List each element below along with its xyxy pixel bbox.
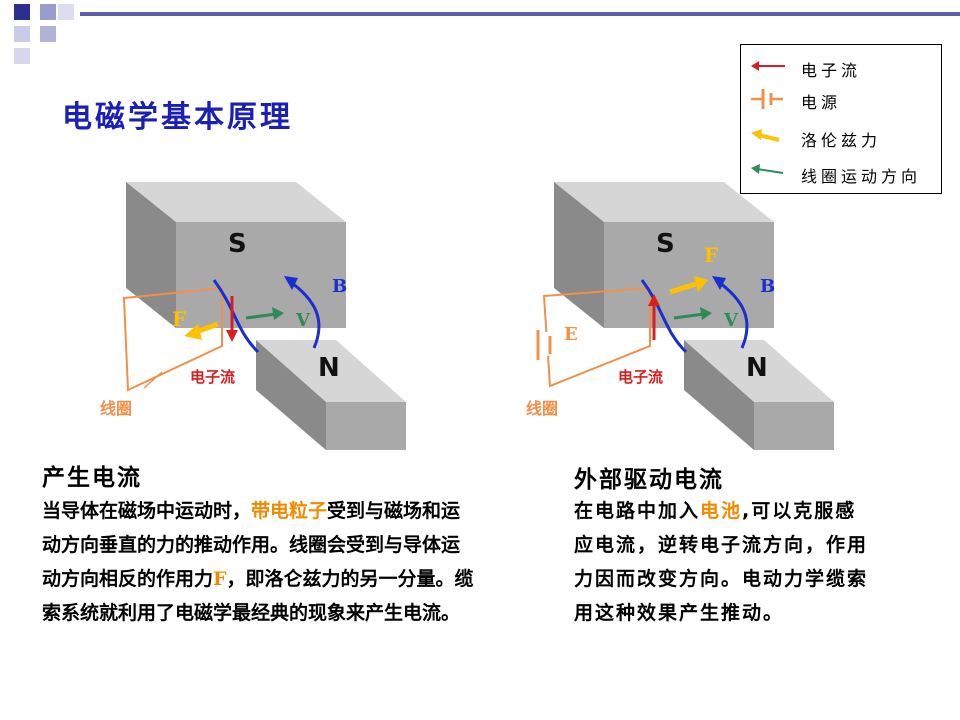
arrowhead [700,307,712,320]
text-segment: ，即洛仑兹力的另一分量。缆索系统就利用了电磁学最经典的现象来产生电流。 [42,568,474,624]
coil-motion-arrow [673,312,705,320]
green-arrow-icon [751,164,784,174]
legend-label: 线圈运动方向 [801,167,922,186]
generator-diagram: S N F V B 电子流 线圈 [100,182,406,450]
b-label: B [760,276,775,297]
coil-motion-arrow [245,312,277,320]
legend-item-coil-motion: 线圈运动方向 [741,159,941,187]
lorentz-force-arrow [195,321,219,335]
v-label: V [295,310,311,331]
yellow-arrow-icon [751,129,780,142]
n-label: N [746,353,768,383]
text-segment: 受到与磁场和运动方向垂直的力的推动作用。线圈会受到与导体运动方向相反的作用力 [42,500,461,590]
corner-square [14,48,30,64]
legend-label: 电子流 [801,61,862,80]
magnetic-field-line [640,279,688,354]
right-paragraph: 在电路中加入电池,可以克服感应电流，逆转电子流方向，作用力因而改变方向。电动力学… [574,494,874,630]
magnetic-field-line [212,279,260,354]
coil [122,286,223,392]
corner-square [58,4,74,20]
highlight-text: 电池 [700,500,743,522]
text-segment: 在电路中加入 [574,500,701,522]
arrowhead [694,276,708,292]
n-label: N [318,353,340,383]
corner-square [14,4,30,20]
legend-item-electron-flow: 电子流 [741,53,941,81]
field-arrowhead [712,276,726,290]
page-title: 电磁学基本原理 [62,100,293,135]
magnetic-field-line [287,278,321,349]
coil-pointer [143,371,163,389]
left-paragraph: 当导体在磁场中运动时，带电粒子受到与磁场和运动方向垂直的力的推动作用。线圈会受到… [42,494,474,630]
current-label: 电子流 [618,368,663,386]
arrowhead [272,307,284,320]
v-label: V [723,310,739,331]
current-label: 电子流 [190,368,235,386]
legend: 电子流 电源 洛伦兹力 线圈运动方向 [740,44,942,194]
battery-icon [751,89,783,109]
f-label: F [704,243,718,267]
corner-square [14,26,30,42]
coil-label: 线圈 [100,399,132,418]
arrowhead [226,330,238,342]
red-arrow-icon [751,61,785,71]
legend-label: 电源 [801,93,842,112]
battery-gap [532,332,558,356]
header-rule [80,12,960,16]
legend-label: 洛伦兹力 [801,131,882,150]
text-segment: ,可以克服感应电流，逆转电子流方向，作用力因而改变方向。电动力学缆索用这种效果产… [574,500,869,624]
corner-square [40,4,56,20]
b-label: B [332,276,347,297]
n-magnet [256,340,406,450]
lorentz-force-arrow [669,281,697,295]
motor-diagram: S N F V B E 电子流 线圈 [526,182,834,450]
highlight-text: 带电粒子 [251,500,328,522]
coil-label: 线圈 [526,399,558,418]
legend-item-power: 电源 [741,85,941,113]
s-label: S [228,229,247,259]
legend-item-lorentz: 洛伦兹力 [741,123,941,151]
left-heading: 产生电流 [42,465,142,491]
arrowhead [184,324,202,340]
n-magnet [684,340,834,450]
arrowhead [648,294,660,306]
f-label: F [172,307,186,331]
right-heading: 外部驱动电流 [574,467,724,493]
highlight-text: F [213,568,227,590]
s-magnet [554,182,774,328]
text-segment: 当导体在磁场中运动时， [42,500,252,522]
corner-square [40,26,56,42]
e-label: E [564,324,578,345]
magnetic-field-line [715,278,749,349]
field-arrowhead [284,276,298,290]
s-magnet [126,182,346,328]
s-label: S [656,229,675,259]
